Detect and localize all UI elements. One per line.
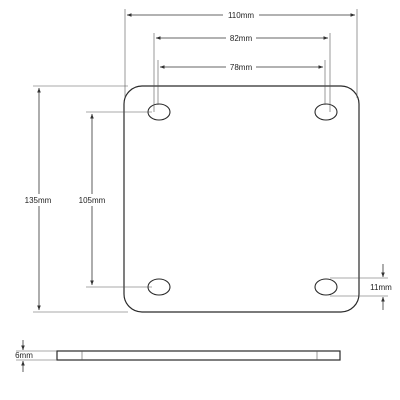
label-background [226,61,256,73]
thickness-label: 6mm [15,351,33,360]
slot-hole-bottom-right [314,278,338,296]
dimension-thickness: 6mm [15,340,57,372]
dimension-hole-inner-spacing: 78mm [157,60,326,105]
plate-outline [123,85,360,313]
hole-outer-spacing-label: 82mm [230,34,253,43]
dimension-overall-width: 110mm [124,9,358,98]
hole-vertical-spacing-label: 105mm [79,196,106,205]
plate-side-view [56,350,341,361]
dimension-slot-height: 11mm [330,264,392,310]
label-background [19,194,57,206]
slot-height-label: 11mm [370,283,392,292]
plate-top-view [123,85,360,313]
dimension-hole-vertical-spacing: 105mm [73,111,152,288]
dimension-overall-height: 135mm [19,85,128,313]
overall-height-label: 135mm [25,196,52,205]
slot-hole-top-right [314,103,338,121]
label-background [223,9,259,21]
label-background [73,194,111,206]
label-background [226,32,256,44]
side-profile [56,350,341,361]
dimension-hole-outer-spacing: 82mm [153,32,331,112]
overall-width-label: 110mm [228,11,254,20]
hole-inner-spacing-label: 78mm [230,63,253,72]
